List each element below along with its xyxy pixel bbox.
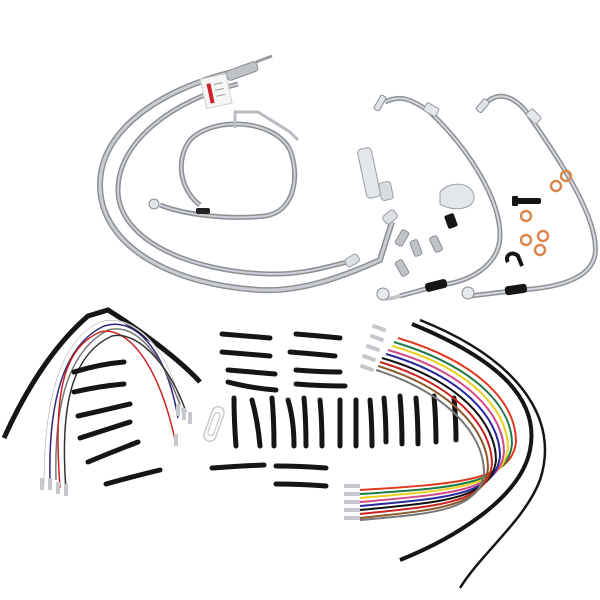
- right-wire-harness: [344, 318, 547, 589]
- heat-shrink-tubing: [71, 331, 459, 489]
- left-wire-harness: [1, 307, 202, 496]
- black-bolt: [517, 198, 541, 204]
- paper-clip: [203, 405, 225, 443]
- lower-brake-line: [461, 93, 598, 300]
- banjo-bolts: [394, 229, 443, 277]
- p-clamp: [505, 251, 524, 267]
- chrome-cover-plate: [439, 183, 475, 210]
- upper-brake-line: [373, 94, 503, 301]
- clutch-cable: [96, 54, 398, 294]
- cable-tag: [199, 73, 233, 110]
- hardware: [394, 169, 573, 277]
- throttle-cable-loop: [148, 110, 300, 220]
- copper-crush-washers: [519, 169, 573, 257]
- rubber-grommet: [444, 213, 458, 229]
